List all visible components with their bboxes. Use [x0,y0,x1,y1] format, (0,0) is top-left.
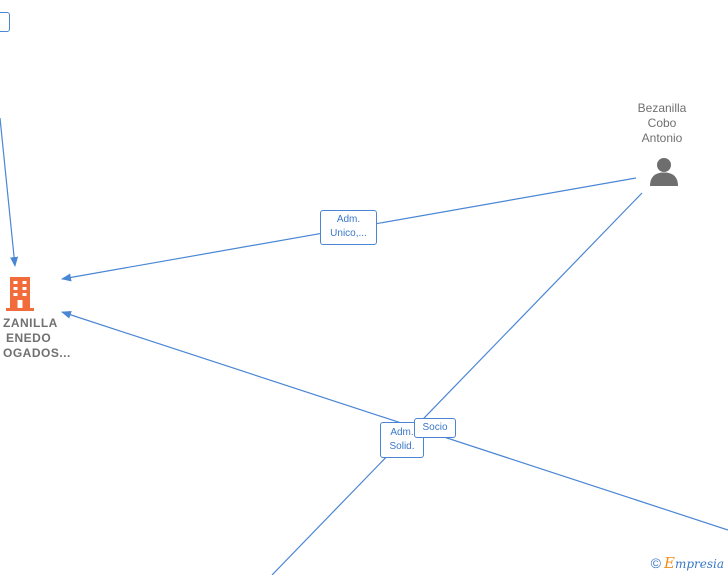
company-name-line1: ZANILLA [3,316,58,330]
company-name-line3: OGADOS... [3,346,71,360]
edge-bottomright-to-company [61,310,728,531]
edge-label-adm-solid-line2: Solid. [389,441,415,452]
edge-label-socio[interactable]: Socio [414,418,456,438]
person-name-line2: Cobo [647,116,677,130]
person-name-line1: Bezanilla [637,101,687,115]
watermark-brand-initial: E [663,554,675,572]
edge-person-to-bottom [271,192,643,575]
edge-label-adm-unico-line1: Adm. [336,214,361,225]
person-icon[interactable] [649,156,679,186]
edge-label-adm-unico[interactable]: Adm. Unico,... [320,210,377,245]
edge-top-left-to-company [0,117,19,267]
person-name-line3: Antonio [641,131,683,145]
edge-label-adm-unico-line2: Unico,... [330,228,367,239]
company-node-name[interactable]: ZANILLA ENEDO OGADOS... [3,316,71,361]
watermark-brand-rest: mpresia [674,557,724,571]
edge-label-adm-solid-line1: Adm. [390,427,414,438]
company-name-line2: ENEDO [6,331,52,345]
building-icon[interactable] [3,275,37,311]
edge-label-top-left[interactable] [0,12,10,32]
copyright-icon: © [650,555,661,571]
person-node-name[interactable]: Bezanilla Cobo Antonio [612,101,712,146]
edge-label-socio-text: Socio [422,422,448,433]
empresia-watermark: ©Empresia [651,554,724,572]
